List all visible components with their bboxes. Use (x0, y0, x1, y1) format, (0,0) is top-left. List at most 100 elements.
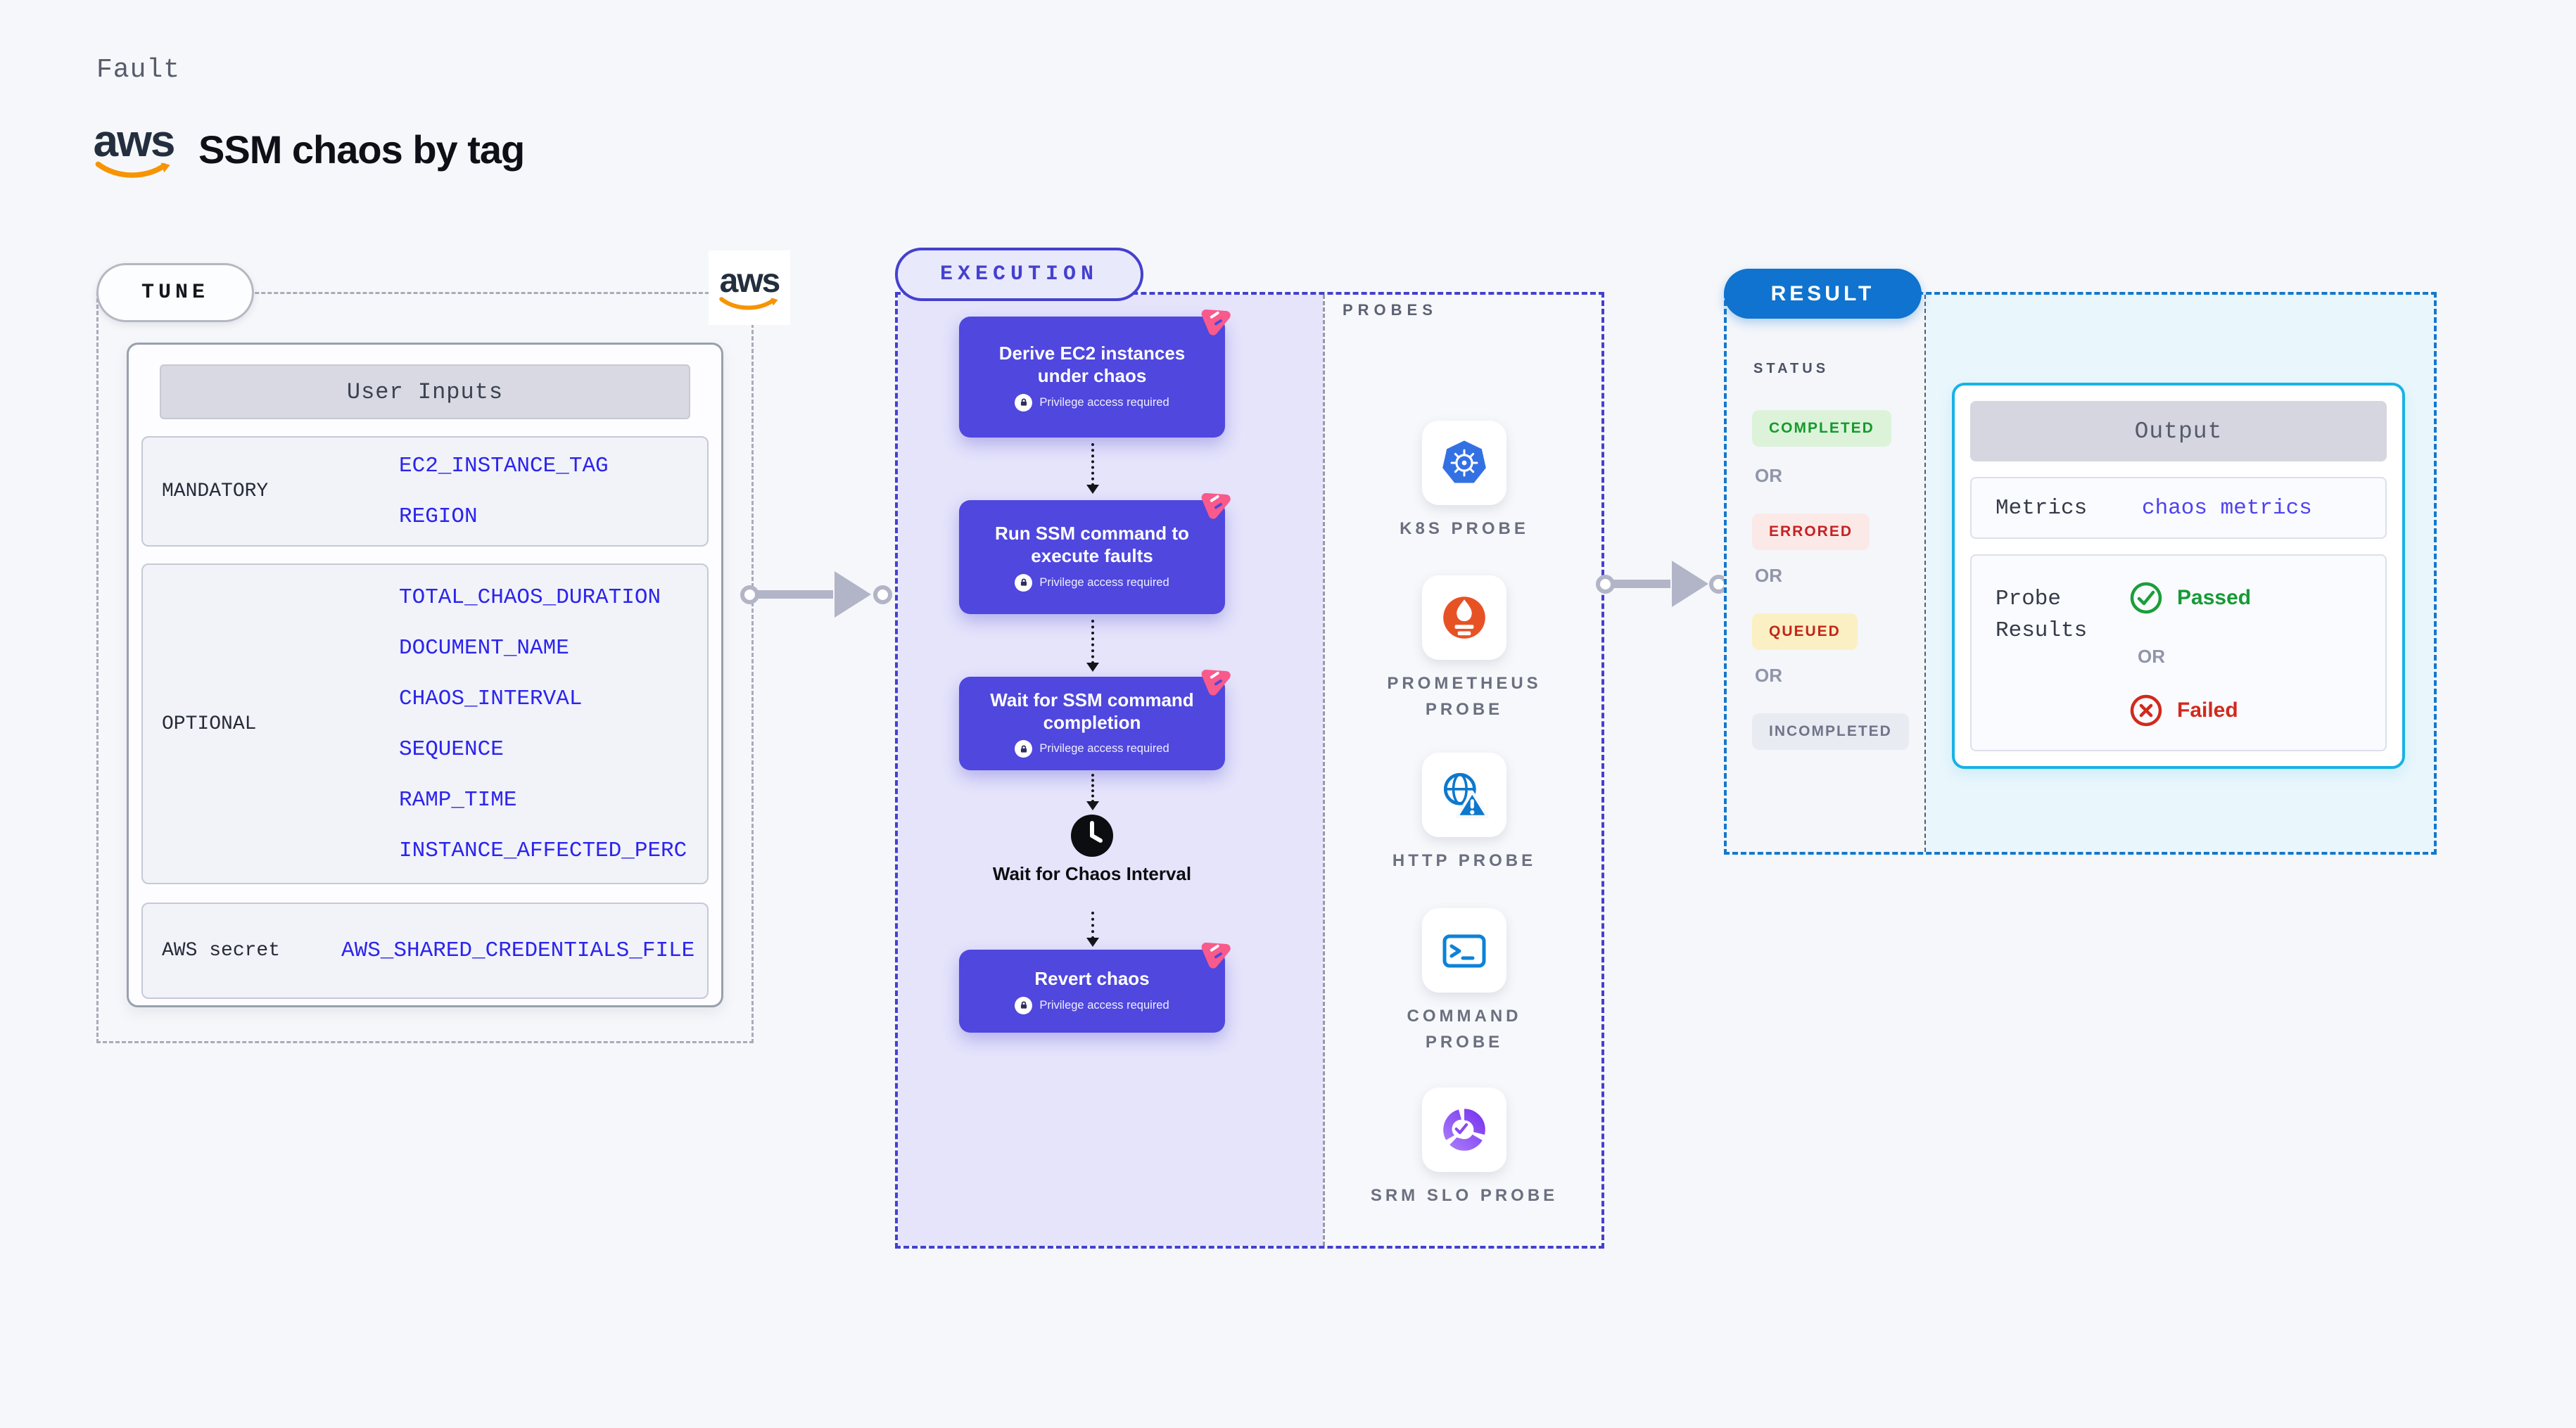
lock-icon (1015, 740, 1033, 758)
prometheus-icon (1443, 597, 1485, 639)
privilege-badge: Privilege access required (1015, 740, 1169, 758)
chaos-flag-icon (1201, 670, 1231, 696)
or-label: OR (1755, 565, 1782, 586)
execution-to-result-arrow (1596, 560, 1728, 608)
chaos-flag-icon (1201, 310, 1231, 336)
aws-secret-row: AWS secret AWS_SHARED_CREDENTIALS_FILE (141, 903, 709, 999)
flow-arrow (1086, 912, 1099, 947)
aws-tile: aws (709, 250, 790, 325)
failed-label: Failed (2177, 699, 2238, 722)
flow-arrow (1086, 443, 1099, 494)
step-title: Run SSM command to execute faults (995, 523, 1189, 566)
metrics-row: Metrics chaos metrics (1970, 477, 2387, 539)
env-var: DOCUMENT_NAME (399, 635, 569, 661)
optional-values: TOTAL_CHAOS_DURATION DOCUMENT_NAME CHAOS… (399, 585, 687, 863)
aws-logo-text: aws (719, 262, 781, 300)
privilege-badge-text: Privilege access required (1039, 742, 1169, 756)
http-globe-warning-icon (1443, 772, 1489, 818)
privilege-badge: Privilege access required (1015, 393, 1169, 412)
tune-section (96, 292, 754, 1043)
step-run-ssm: Run SSM command to execute faults Privil… (959, 493, 1231, 614)
http-probe-label: HTTP PROBE (1392, 851, 1537, 870)
privilege-badge: Privilege access required (1015, 996, 1169, 1014)
srm-slo-probe-label: SRM SLO PROBE (1370, 1186, 1559, 1205)
lock-icon (1015, 393, 1033, 412)
chaos-flag-icon (1201, 493, 1231, 519)
step-title: Revert chaos (1034, 968, 1150, 990)
command-probe-label: COMMAND PROBE (1407, 1007, 1522, 1052)
chaos-flag-icon (1201, 943, 1231, 969)
tune-pill: TUNE (96, 263, 254, 322)
metrics-label: Metrics (1996, 495, 2088, 521)
execution-pill: EXECUTION (895, 248, 1143, 301)
step-wait-ssm: Wait for SSM command completion Privileg… (959, 670, 1231, 770)
tune-to-execution-arrow (740, 570, 892, 618)
privilege-badge-text: Privilege access required (1039, 395, 1169, 409)
step-derive-ec2: Derive EC2 instances under chaos Privile… (959, 310, 1231, 438)
srm-slo-probe-tile (1422, 1088, 1506, 1172)
prometheus-probe-label: PROMETHEUS PROBE (1387, 674, 1542, 720)
flow-arrow (1086, 774, 1099, 810)
privilege-badge-text: Privilege access required (1039, 998, 1169, 1012)
optional-label: OPTIONAL (162, 713, 257, 735)
result-pill: RESULT (1724, 269, 1922, 319)
or-label: OR (2138, 646, 2165, 667)
k8s-probe-label: K8S PROBE (1400, 519, 1529, 538)
passed-label: Passed (2177, 586, 2252, 609)
failed-line: Failed (2129, 694, 2238, 727)
probe-results-label: Probe Results (1996, 587, 2088, 643)
optional-row: OPTIONAL TOTAL_CHAOS_DURATION DOCUMENT_N… (141, 563, 709, 884)
probe-results-row: Probe Results Passed OR Failed (1970, 554, 2387, 751)
x-circle-icon (2130, 694, 2162, 727)
env-var: AWS_SHARED_CREDENTIALS_FILE (341, 938, 695, 963)
user-inputs-header: User Inputs (160, 364, 690, 419)
aws-smile-icon (719, 296, 778, 310)
step-revert-chaos: Revert chaos Privilege access required (959, 943, 1231, 1033)
execution-flow-background (898, 295, 1325, 1246)
wait-for-chaos-interval-label: Wait for Chaos Interval (992, 863, 1192, 884)
privilege-badge-text: Privilege access required (1039, 575, 1169, 589)
status-badge-errored: ERRORED (1752, 514, 1870, 550)
env-var: SEQUENCE (399, 737, 504, 762)
output-header: Output (1970, 401, 2387, 461)
kubernetes-icon (1442, 440, 1486, 483)
execution-section (895, 292, 1604, 1249)
step-title: Wait for SSM command completion (990, 689, 1194, 733)
env-var: TOTAL_CHAOS_DURATION (399, 585, 661, 610)
output-card: Output Metrics chaos metrics Probe Resul… (1952, 383, 2405, 769)
lock-icon (1015, 573, 1033, 592)
or-label: OR (1755, 665, 1782, 686)
step-title: Derive EC2 instances under chaos (998, 343, 1186, 386)
fault-kicker: Fault (96, 55, 181, 85)
check-circle-icon (2130, 582, 2162, 614)
aws-secret-label: AWS secret (162, 940, 281, 962)
status-heading: STATUS (1753, 361, 1829, 376)
mandatory-label: MANDATORY (162, 480, 269, 502)
http-probe-tile (1422, 753, 1506, 837)
aws-logo-text: aws (93, 115, 176, 166)
status-badge-queued: QUEUED (1752, 613, 1858, 650)
env-var: INSTANCE_AFFECTED_PERC (399, 838, 687, 863)
env-var: RAMP_TIME (399, 787, 517, 812)
user-inputs-card: User Inputs MANDATORY EC2_INSTANCE_TAG R… (127, 343, 723, 1007)
mandatory-row: MANDATORY EC2_INSTANCE_TAG REGION (141, 436, 709, 547)
flow-arrow (1086, 620, 1099, 672)
page-title: SSM chaos by tag (198, 127, 525, 172)
status-badge-incompleted: INCOMPLETED (1752, 713, 1909, 750)
clock-icon (1071, 815, 1113, 857)
aws-logo-small: aws (717, 264, 782, 312)
aws-logo: aws (91, 118, 176, 180)
passed-line: Passed (2129, 581, 2251, 615)
status-column (1727, 295, 1926, 852)
terminal-icon (1442, 934, 1486, 968)
privilege-badge: Privilege access required (1015, 573, 1169, 592)
env-var: CHAOS_INTERVAL (399, 686, 583, 711)
k8s-probe-tile (1422, 421, 1506, 505)
env-var: EC2_INSTANCE_TAG (399, 454, 609, 478)
lock-icon (1015, 996, 1033, 1014)
prometheus-probe-tile (1422, 575, 1506, 660)
probes-heading: PROBES (1343, 301, 1438, 319)
env-var: REGION (399, 504, 478, 529)
aws-smile-icon (95, 161, 170, 178)
